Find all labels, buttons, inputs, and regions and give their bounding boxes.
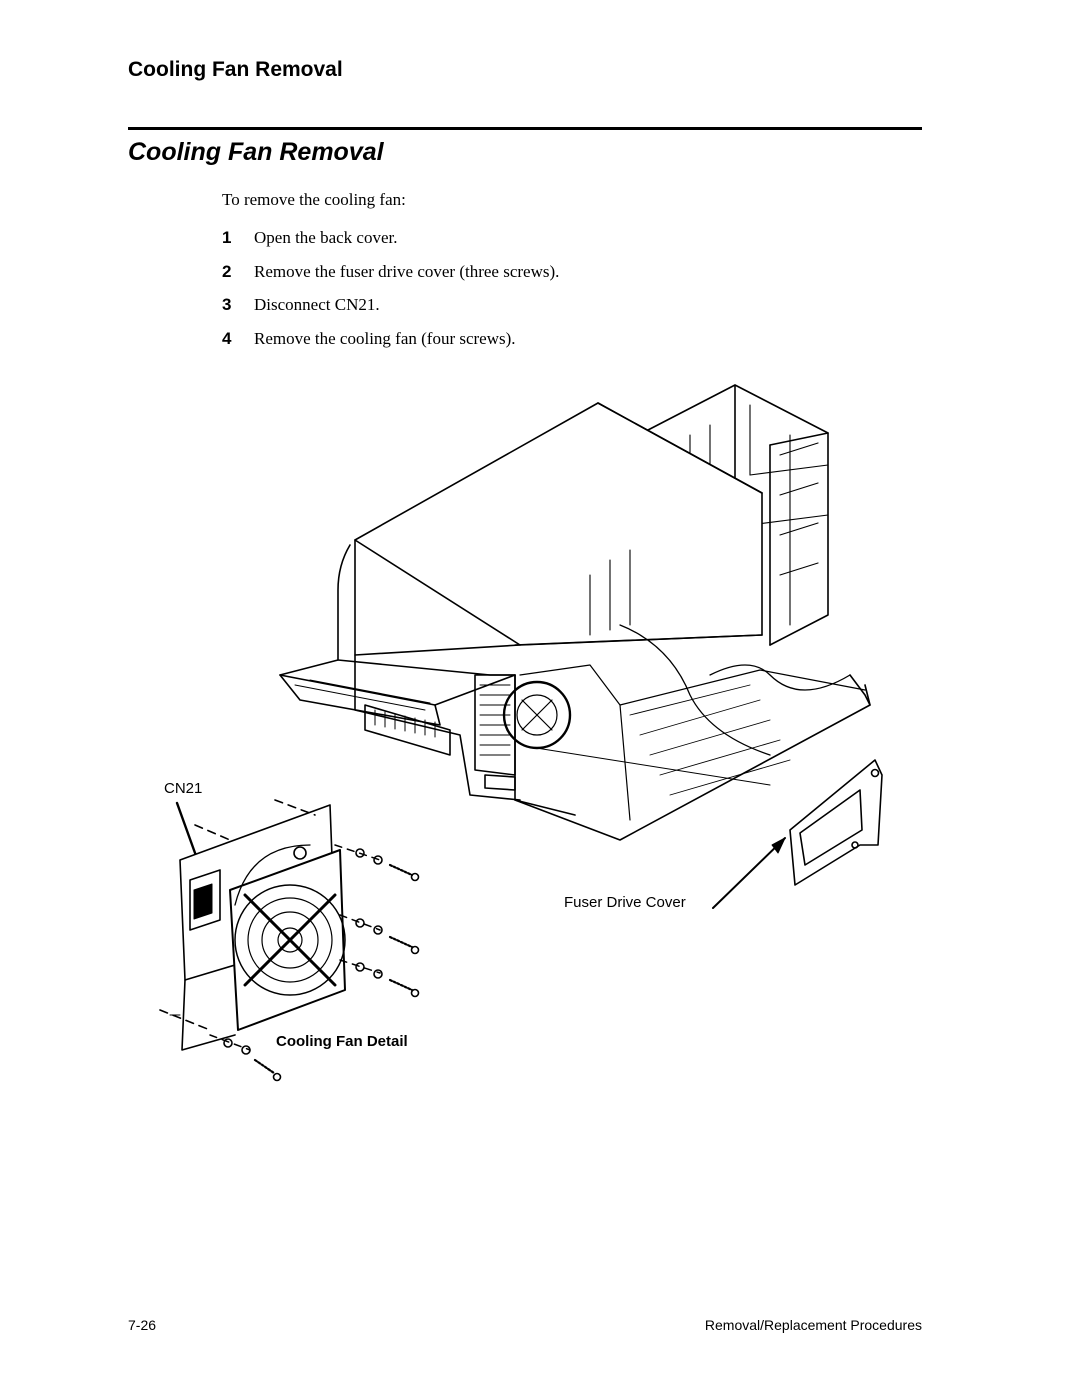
section-rule (128, 127, 922, 130)
step-number: 1 (222, 228, 232, 247)
running-head: Cooling Fan Removal (128, 58, 343, 81)
chapter-title: Removal/Replacement Procedures (704, 1317, 922, 1333)
step-number: 3 (222, 295, 232, 314)
open-back-cover (514, 549, 871, 841)
intro-text: To remove the cooling fan: (222, 190, 406, 209)
step-number: 2 (222, 261, 232, 281)
cooling-fan-detail (159, 799, 346, 1051)
step-text: Remove the fuser drive cover (three scre… (254, 261, 560, 281)
printer-illustration: CN21 Fuser Drive Cover Cooling Fan Detai… (150, 375, 910, 1105)
section-title: Cooling Fan Removal (128, 138, 384, 166)
step-text: Open the back cover. (254, 228, 398, 247)
page-number: 7-26 (128, 1317, 157, 1333)
step-number: 4 (222, 328, 232, 348)
step-text: Remove the cooling fan (four screws). (254, 328, 516, 348)
cooling-fan-detail-label: Cooling Fan Detail (276, 1033, 408, 1050)
printer-body (279, 402, 763, 816)
fan-location-circle (502, 680, 771, 786)
cn21-label: CN21 (164, 780, 203, 797)
step-text: Disconnect CN21. (254, 295, 380, 314)
screws (209, 844, 420, 1082)
printer-line-drawing (159, 384, 883, 1082)
fuser-drive-cover-part (789, 759, 883, 886)
fuser-drive-cover-label: Fuser Drive Cover (564, 894, 686, 911)
